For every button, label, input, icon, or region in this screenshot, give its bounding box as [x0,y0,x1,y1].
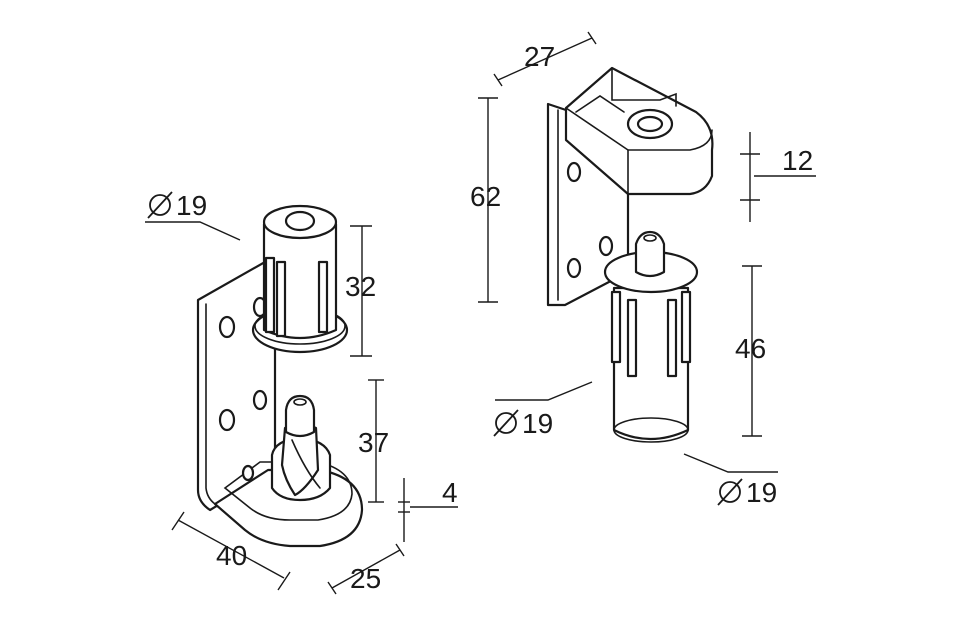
right-rib-2 [626,298,638,378]
right-block-slot [611,67,677,107]
dim-right-height-label: 62 [470,181,501,212]
right-hinge [546,66,714,443]
dim-right-width-label: 27 [524,41,555,72]
dim-right-pin-diameter-upper: 19 [493,381,593,439]
dim-left-depth-label: 25 [350,563,381,594]
right-pin-tip [643,234,657,242]
right-plate-hole-3 [566,257,582,279]
left-cam-twist [291,439,321,489]
dim-right-width: 27 [493,31,597,87]
right-block-bore [636,115,664,133]
left-pin-tip [293,398,307,406]
left-base-hole [241,464,255,482]
dim-left-plate-thickness-label: 4 [442,477,458,508]
diameter-symbol-icon [149,194,171,216]
dim-left-top-height-label: 32 [345,271,376,302]
left-plate-hole-1 [218,315,236,339]
right-rib-1 [610,290,622,364]
dim-right-height: 62 [470,97,501,303]
left-rib-1 [264,256,276,334]
dim-right-pin-diameter-upper-label: 19 [522,408,553,439]
dim-right-pin-length-label: 46 [735,333,766,364]
left-hinge [196,204,364,548]
dim-left-width-label: 40 [216,540,247,571]
dim-right-pin-length: 46 [735,265,766,437]
dim-left-width: 40 [171,511,291,591]
left-plate-edge [205,303,216,505]
right-plate-hole-1 [566,161,582,183]
right-rib-3 [666,298,678,378]
dim-right-block-thickness: 12 [740,132,816,222]
dim-right-pin-diameter-lower-label: 19 [746,477,777,508]
left-pin [284,394,316,438]
diameter-symbol-icon [495,412,517,434]
left-rib-2 [275,260,287,338]
dim-left-top-diameter-label: 19 [176,190,207,221]
dim-left-plate-thickness: 4 [398,477,458,542]
left-plate-hole-4 [252,389,268,411]
right-plate-hole-2 [598,235,614,257]
dim-left-pin-height-label: 37 [358,427,389,458]
dim-left-pin-height: 37 [358,379,389,503]
right-block-notch [575,95,625,113]
dim-right-block-thickness-label: 12 [782,145,813,176]
dim-right-pin-diameter-lower: 19 [683,453,778,508]
right-block-top-edge [565,107,713,151]
left-base-top [223,461,353,521]
right-rib-4 [680,290,692,364]
right-pin [634,230,666,278]
dim-left-depth: 25 [327,543,405,595]
left-sleeve-bore [284,210,316,232]
diameter-symbol-icon [719,481,741,503]
dim-left-top-height: 32 [345,225,376,357]
left-rib-3 [317,260,329,334]
left-plate-hole-3 [218,408,236,432]
dim-left-top-diameter: 19 [145,190,241,241]
right-pin-sleeve-end [613,417,689,443]
